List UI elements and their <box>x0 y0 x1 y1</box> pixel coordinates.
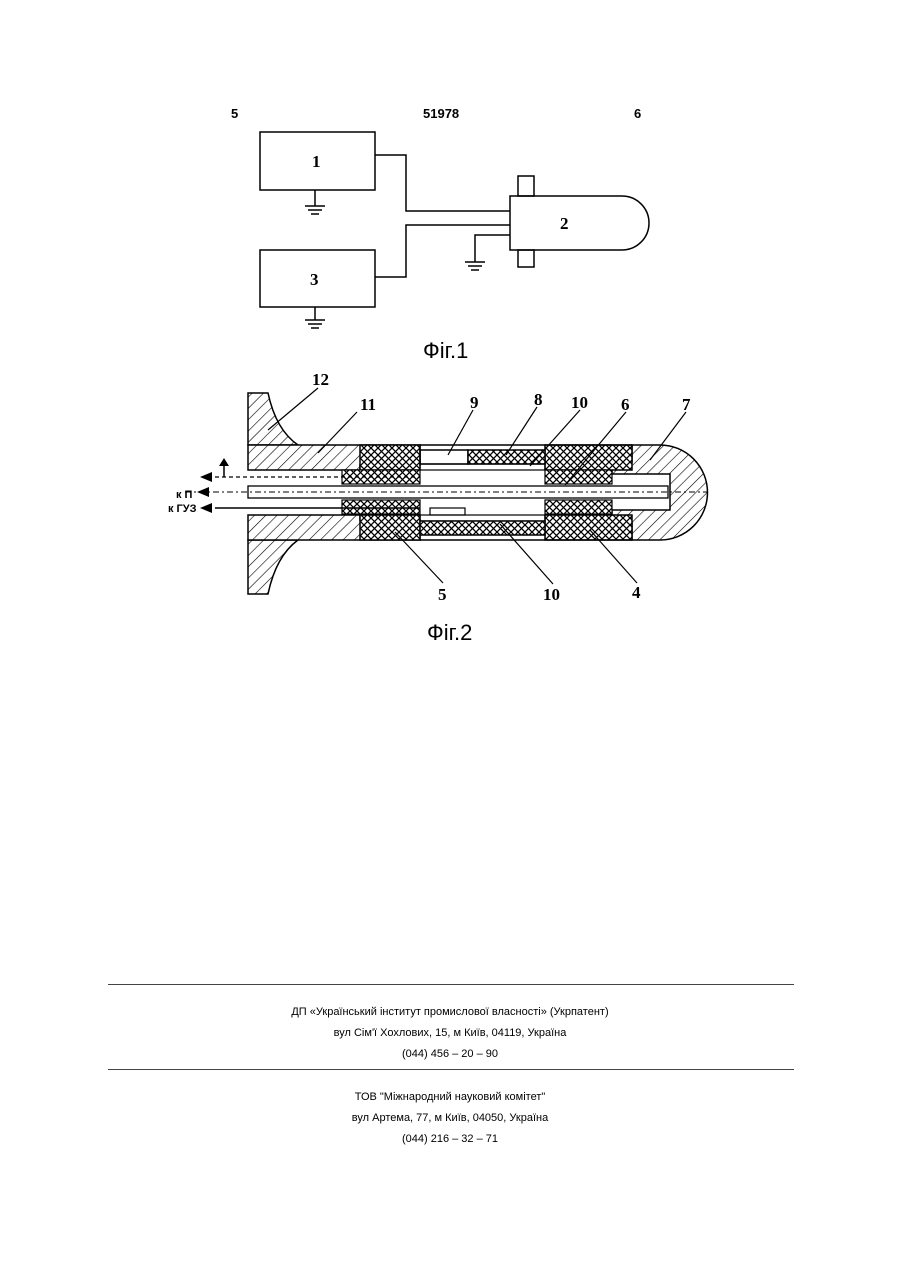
block-2-label: 2 <box>560 214 569 233</box>
org1-name: ДП «Український інститут промислової вла… <box>0 1006 900 1018</box>
ground-icon <box>305 307 325 328</box>
flange-12-lower <box>248 540 298 594</box>
insulator-4-inner-top <box>545 470 612 484</box>
footer-divider-middle <box>108 1069 794 1070</box>
org1-address: вул Сім'ї Хохлових, 15, м Київ, 04119, У… <box>0 1027 900 1039</box>
part-label-5: 5 <box>438 585 447 604</box>
insulator-5-inner-top <box>342 470 420 484</box>
block-1-label: 1 <box>312 152 321 171</box>
wire-2-ground <box>475 235 510 262</box>
part-label-11: 11 <box>360 395 376 414</box>
arrow-up-icon <box>219 458 229 477</box>
electrode-9-bottom <box>430 508 465 515</box>
block-3-label: 3 <box>310 270 319 289</box>
figure-2-caption: Фіг.2 <box>427 620 472 645</box>
part-label-9: 9 <box>470 393 479 412</box>
arrow-left-icon <box>200 503 212 513</box>
org2-phone: (044) 216 – 32 – 71 <box>0 1133 900 1145</box>
insulator-5-top <box>360 445 420 470</box>
arrow-left-icon <box>200 472 212 482</box>
figure-2: к П к ГУЗ 12 11 9 8 10 6 7 5 10 4 Фіг.2 <box>168 370 708 645</box>
insulator-4-bottom <box>545 515 632 540</box>
ground-icon <box>305 190 325 214</box>
part-label-10-bottom: 10 <box>543 585 560 604</box>
arrow-left-icon <box>197 487 209 497</box>
ground-icon <box>465 262 485 270</box>
insulator-5-bottom <box>360 515 420 540</box>
org2-name: ТОВ "Міжнародний науковий комітет" <box>0 1091 900 1103</box>
part-label-4: 4 <box>632 583 641 602</box>
electrode-9 <box>420 450 468 464</box>
probe-flange-bottom <box>518 250 534 267</box>
probe-flange-top <box>518 176 534 196</box>
wire-1-2 <box>375 155 510 211</box>
insulator-5-inner-bottom <box>342 500 420 514</box>
part-label-7: 7 <box>682 395 691 414</box>
wire-3-2 <box>375 225 510 277</box>
part-label-10-top: 10 <box>571 393 588 412</box>
figure-1-caption: Фіг.1 <box>423 338 468 363</box>
insulator-4-inner-bottom <box>545 500 612 514</box>
figure-1: 1 2 3 Фіг.1 <box>260 132 649 363</box>
org2-address: вул Артема, 77, м Київ, 04050, Україна <box>0 1112 900 1124</box>
electrode-10-bottom <box>420 515 545 521</box>
output-label-p: к П <box>176 489 193 501</box>
footer-divider-top <box>108 984 794 985</box>
output-label-guz: к ГУЗ <box>168 503 197 515</box>
part-label-6: 6 <box>621 395 630 414</box>
element-8-bottom <box>420 521 545 535</box>
part-label-12: 12 <box>312 370 329 389</box>
org1-phone: (044) 456 – 20 – 90 <box>0 1048 900 1060</box>
part-label-8: 8 <box>534 390 543 409</box>
electrode-10-top <box>420 464 545 470</box>
block-2 <box>510 196 649 250</box>
flange-12 <box>248 393 298 445</box>
